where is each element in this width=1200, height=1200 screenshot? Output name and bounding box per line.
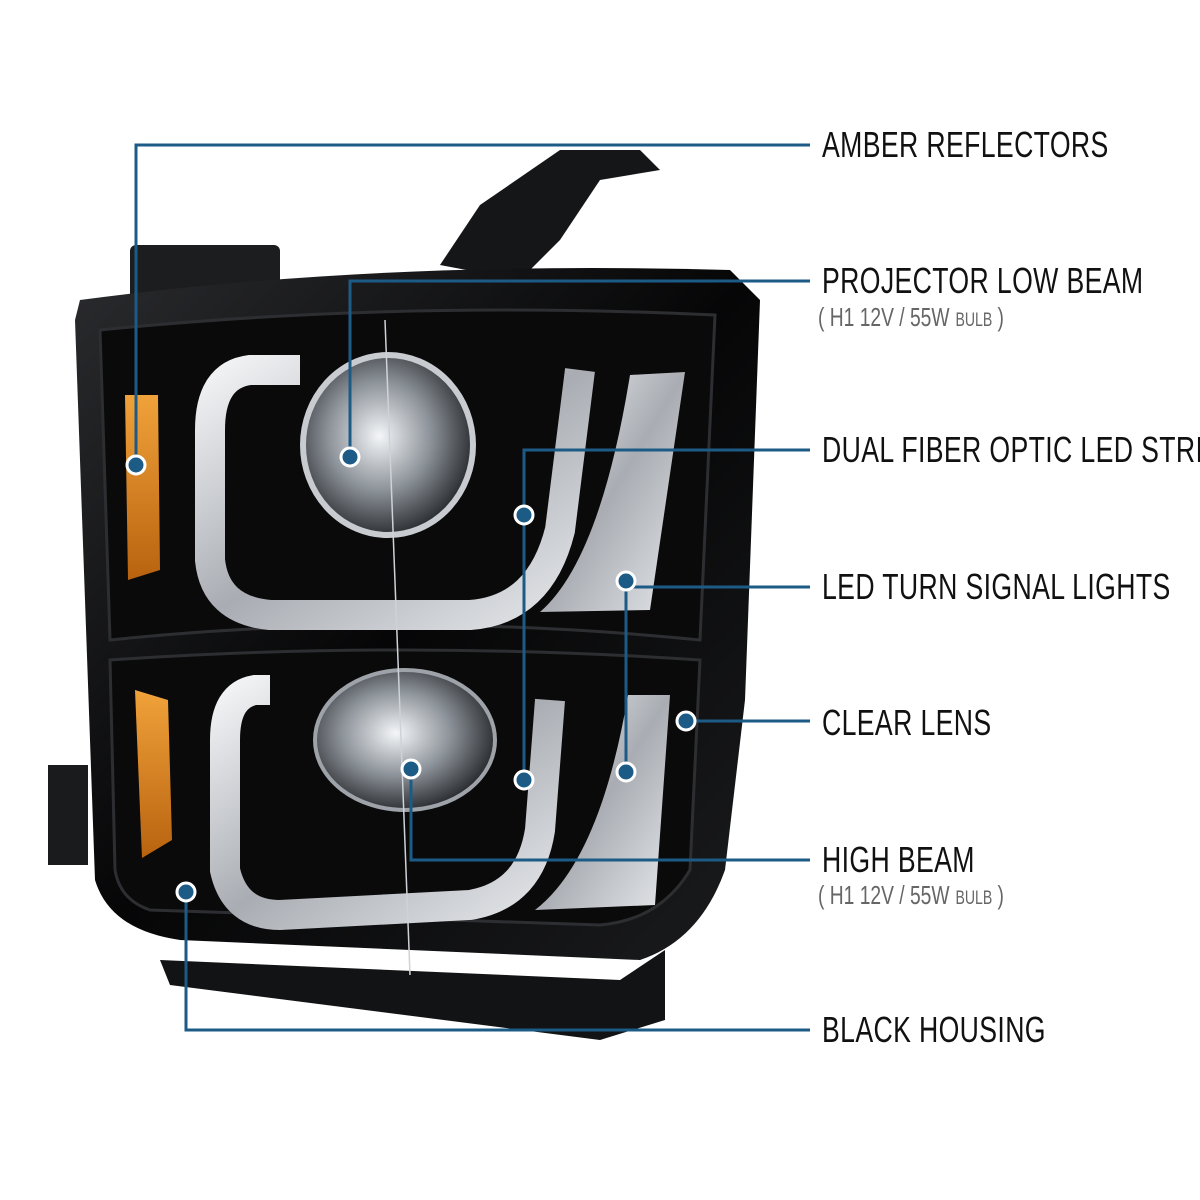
led-turn-signal-strip-lower xyxy=(535,695,670,910)
led-turn-signal-strip xyxy=(540,372,685,612)
label-projector-low-beam: PROJECTOR LOW BEAM xyxy=(822,260,1144,301)
label-clear-lens: CLEAR LENS xyxy=(822,702,992,743)
high-beam-reflector xyxy=(313,668,497,812)
callout-line-amber-reflectors xyxy=(134,143,810,465)
spec-unit: BULB xyxy=(955,888,993,909)
spec-paren: ( xyxy=(818,302,825,332)
spec-paren: ) xyxy=(997,880,1004,910)
label-led-turn-signal-lights: LED TURN SIGNAL LIGHTS xyxy=(822,566,1171,607)
amber-reflector-lower xyxy=(135,690,172,858)
label-high-beam: HIGH BEAM xyxy=(822,839,975,880)
amber-reflector-upper xyxy=(125,395,160,580)
lens-seam xyxy=(384,319,411,976)
callout-dot-high-beam xyxy=(400,758,422,780)
callout-line-projector-low-beam xyxy=(348,279,810,457)
callout-dot-fiber-optic-upper xyxy=(513,504,535,526)
spec-unit: BULB xyxy=(955,310,993,331)
label-dual-fiber-optic-led-strip: DUAL FIBER OPTIC LED STRIP xyxy=(822,429,1200,470)
callout-dot-black-housing xyxy=(175,881,197,903)
projector-low-beam xyxy=(300,352,476,538)
spec-bulb: H1 12V / 55W xyxy=(829,880,950,910)
callout-dot-led-turn-lower xyxy=(615,761,637,783)
fiber-optic-strip-upper xyxy=(195,355,595,630)
callout-line-black-housing xyxy=(184,892,810,1032)
callout-line-led-turn-signal xyxy=(624,585,810,772)
spec-paren: ( xyxy=(818,880,825,910)
callout-dot-fiber-optic-lower xyxy=(513,769,535,791)
label-black-housing: BLACK HOUSING xyxy=(822,1009,1046,1050)
callout-dot-projector-low-beam xyxy=(339,446,361,468)
callout-dot-led-turn-upper xyxy=(615,570,637,592)
callout-dot-clear-lens xyxy=(675,710,697,732)
spec-paren: ) xyxy=(997,302,1004,332)
spec-bulb: H1 12V / 55W xyxy=(829,302,950,332)
callout-line-high-beam xyxy=(409,769,810,862)
fiber-optic-strip-lower xyxy=(210,675,565,931)
callout-dot-amber-reflectors xyxy=(125,454,147,476)
label-amber-reflectors: AMBER REFLECTORS xyxy=(822,124,1109,165)
callout-line-fiber-optic xyxy=(522,448,810,780)
